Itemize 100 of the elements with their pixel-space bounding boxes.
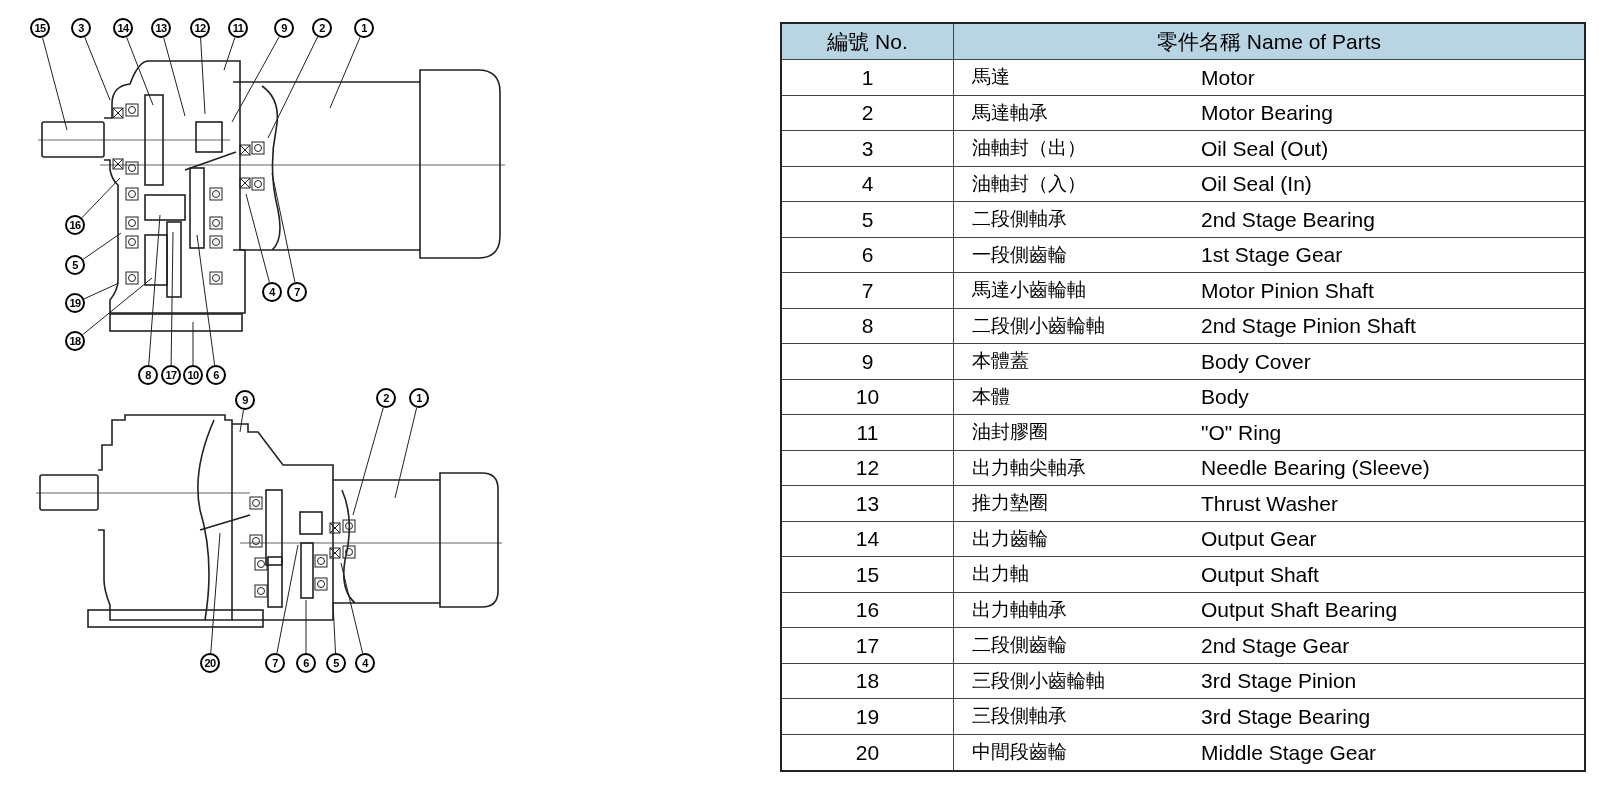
leader-line xyxy=(267,36,319,139)
leader-line xyxy=(394,407,418,499)
part-name-english: 2nd Stage Gear xyxy=(1201,632,1350,659)
part-number: 2 xyxy=(861,100,874,126)
callout-number: 2 xyxy=(376,388,396,408)
part-number: 9 xyxy=(861,348,874,375)
part-number: 16 xyxy=(855,597,880,623)
callout-number: 9 xyxy=(235,390,255,410)
callout-number: 9 xyxy=(274,18,294,38)
part-number: 3 xyxy=(861,135,874,162)
callout-number: 14 xyxy=(113,18,133,38)
leader-line xyxy=(352,407,384,516)
part-name-english: Motor Bearing xyxy=(1201,100,1333,126)
leader-line xyxy=(148,214,161,366)
leader-line xyxy=(210,532,221,654)
part-number: 4 xyxy=(861,171,874,197)
leader-line xyxy=(192,321,194,366)
part-number: 8 xyxy=(861,313,874,339)
part-name-chinese: 本體蓋 xyxy=(972,349,1029,373)
part-name-english: Output Shaft xyxy=(1201,561,1319,588)
part-number: 7 xyxy=(861,277,874,304)
part-name-english: Body Cover xyxy=(1201,348,1311,375)
part-name-chinese: 三段側小齒輪軸 xyxy=(972,668,1105,693)
leader-line xyxy=(84,36,111,101)
part-name-chinese: 出力齒輪 xyxy=(972,526,1048,551)
leader-line xyxy=(239,409,244,433)
part-name-chinese: 三段側軸承 xyxy=(972,704,1067,728)
leader-line xyxy=(276,544,299,654)
callout-number: 11 xyxy=(228,18,248,38)
leader-line xyxy=(332,601,336,654)
header-text: 零件名稱 Name of Parts xyxy=(1156,28,1382,55)
part-name-english: Oil Seal (In) xyxy=(1201,171,1312,197)
leader-line xyxy=(163,37,186,117)
part-name-english: Oil Seal (Out) xyxy=(1201,135,1329,162)
header-text: 編號 No. xyxy=(827,28,908,55)
callout-number: 6 xyxy=(296,653,316,673)
leader-line xyxy=(42,37,68,131)
callout-number: 8 xyxy=(138,365,158,385)
part-name-chinese: 中間段齒輪 xyxy=(972,740,1067,764)
part-name-english: Output Shaft Bearing xyxy=(1201,597,1398,623)
part-name-english: Motor Pinion Shaft xyxy=(1201,277,1374,304)
callout-number: 5 xyxy=(326,653,346,673)
callout-number: 19 xyxy=(65,293,85,313)
leader-line xyxy=(245,193,270,283)
part-number: 1 xyxy=(861,64,874,91)
part-name-chinese: 油封膠圈 xyxy=(972,420,1048,444)
callout-number: 17 xyxy=(161,365,181,385)
callout-number: 5 xyxy=(65,255,85,275)
part-name-chinese: 油軸封（入） xyxy=(972,171,1086,196)
callout-number: 18 xyxy=(65,331,85,351)
part-number: 5 xyxy=(861,206,874,233)
part-name-english: Thrust Washer xyxy=(1201,490,1338,517)
callout-number: 6 xyxy=(206,365,226,385)
part-name-english: Middle Stage Gear xyxy=(1201,739,1377,766)
part-name-chinese: 二段側齒輪 xyxy=(972,633,1067,657)
part-number: 10 xyxy=(855,384,880,410)
callout-number: 13 xyxy=(151,18,171,38)
part-name-chinese: 馬達軸承 xyxy=(972,100,1048,125)
part-number: 15 xyxy=(855,561,880,588)
leader-line xyxy=(223,37,236,71)
callout-number: 10 xyxy=(183,365,203,385)
callout-number: 12 xyxy=(190,18,210,38)
part-number: 11 xyxy=(856,419,879,446)
part-name-english: 2nd Stage Pinion Shaft xyxy=(1201,313,1416,339)
leader-line xyxy=(305,599,307,654)
part-number: 20 xyxy=(855,739,880,766)
callout-number: 20 xyxy=(200,653,220,673)
part-number: 19 xyxy=(855,703,880,730)
part-number: 13 xyxy=(855,490,880,517)
leader-line xyxy=(126,36,154,106)
callout-number: 4 xyxy=(355,653,375,673)
part-name-chinese: 出力軸尖軸承 xyxy=(972,455,1086,480)
callout-number: 4 xyxy=(262,282,282,302)
leader-line xyxy=(170,231,174,366)
part-name-chinese: 油軸封（出） xyxy=(972,136,1086,160)
leader-line xyxy=(271,172,296,283)
leader-line xyxy=(231,36,280,123)
part-name-chinese: 推力墊圈 xyxy=(972,491,1048,515)
part-name-english: 3rd Stage Pinion xyxy=(1201,668,1357,694)
callout-number: 2 xyxy=(312,18,332,38)
part-name-english: 1st Stage Gear xyxy=(1201,242,1343,268)
part-number: 6 xyxy=(861,242,874,268)
part-name-english: Motor xyxy=(1201,64,1255,91)
part-name-english: Body xyxy=(1201,384,1249,410)
part-name-chinese: 二段側軸承 xyxy=(972,207,1067,231)
part-number: 17 xyxy=(855,632,880,659)
part-name-english: "O" Ring xyxy=(1201,419,1282,446)
callout-number: 7 xyxy=(265,653,285,673)
leader-line xyxy=(200,37,206,115)
callout-number: 15 xyxy=(30,18,50,38)
leader-line xyxy=(340,562,364,654)
leader-line xyxy=(196,234,216,366)
part-name-english: Output Gear xyxy=(1201,526,1317,552)
part-name-english: 3rd Stage Bearing xyxy=(1201,703,1371,730)
callout-number: 7 xyxy=(287,282,307,302)
callout-number: 16 xyxy=(65,215,85,235)
callout-number: 1 xyxy=(354,18,374,38)
leader-line xyxy=(329,36,361,109)
part-number: 18 xyxy=(855,668,880,694)
part-name-chinese: 馬達 xyxy=(972,65,1010,89)
